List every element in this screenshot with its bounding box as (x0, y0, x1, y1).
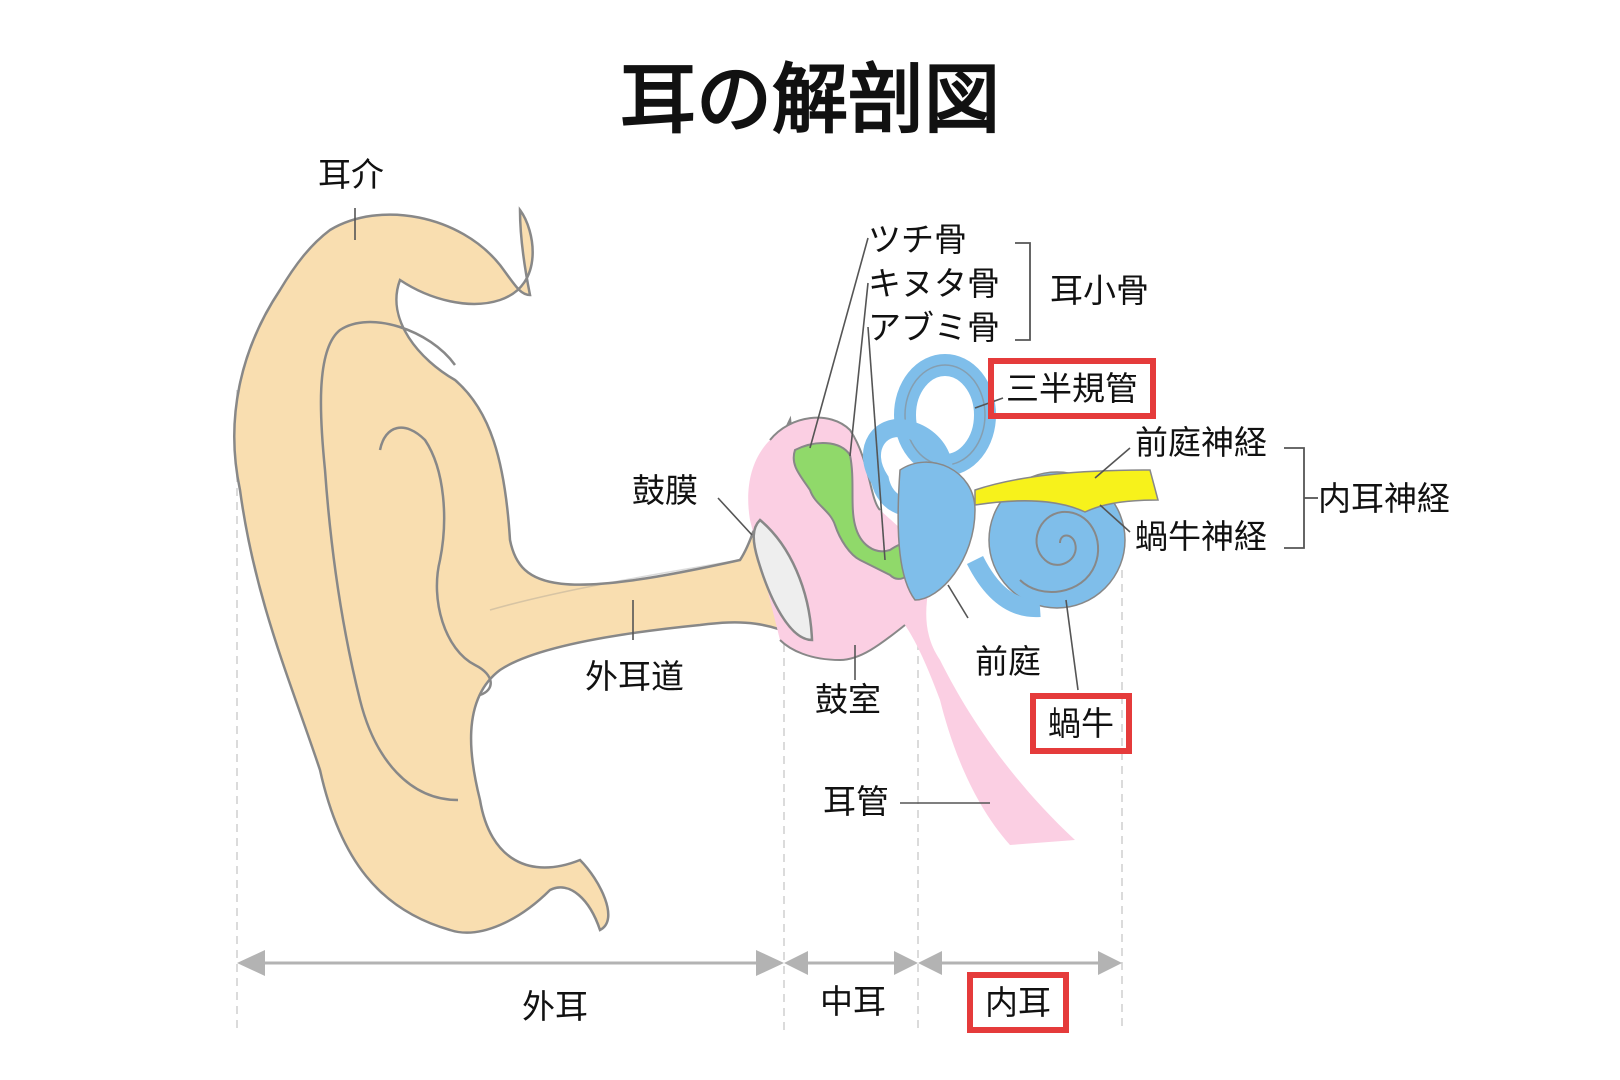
page-title: 耳の解剖図 (620, 55, 1000, 144)
label-vestibule: 前庭 (975, 642, 1041, 681)
nerve-shape (974, 469, 1159, 513)
label-ear-canal: 外耳道 (585, 657, 684, 696)
label-eardrum: 鼓膜 (632, 471, 698, 510)
label-eustachian-tube: 耳管 (823, 782, 889, 821)
label-vestibular-nerve: 前庭神経 (1135, 423, 1267, 462)
label-inner-ear: 内耳 (967, 972, 1069, 1033)
tympanic-cavity-shape (748, 417, 1075, 845)
label-auricle: 耳介 (318, 155, 384, 194)
label-tympanic-cavity: 鼓室 (815, 680, 881, 719)
label-incus: キヌタ骨 (868, 264, 1000, 303)
brackets (1015, 242, 1318, 549)
label-ossicles: 耳小骨 (1050, 271, 1149, 310)
label-cochlea: 蝸牛 (1030, 693, 1132, 754)
label-semicircular-canals: 三半規管 (988, 358, 1156, 419)
section-arrows (237, 950, 1122, 976)
leader-lines (354, 208, 1131, 804)
label-malleus: ツチ骨 (868, 220, 967, 259)
label-stapes: アブミ骨 (868, 308, 1000, 347)
label-cochlear-nerve: 蝸牛神経 (1135, 517, 1267, 556)
inner-ear-shape (862, 354, 1126, 618)
section-dividers (236, 390, 1123, 1030)
label-inner-ear-nerve: 内耳神経 (1318, 479, 1450, 518)
auricle-shape (233, 206, 817, 934)
label-middle-ear: 中耳 (820, 982, 886, 1021)
auricle-folds (319, 320, 492, 802)
eardrum-shape (752, 518, 814, 642)
label-outer-ear: 外耳 (522, 987, 588, 1026)
